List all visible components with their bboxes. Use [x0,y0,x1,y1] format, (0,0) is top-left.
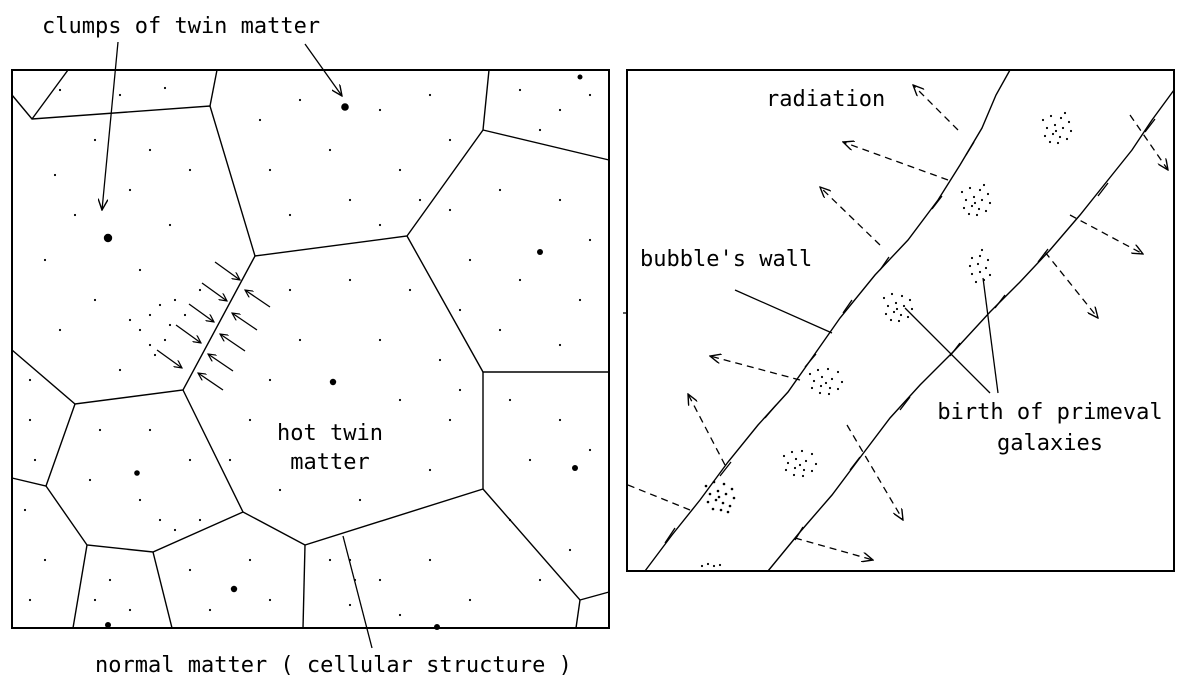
label-pointers [734,277,999,394]
galaxy-cluster [808,367,844,396]
label-pointers [102,41,373,649]
primeval-galaxies-label-line2: galaxies [997,431,1103,456]
galaxy-cluster [960,183,992,217]
right-panel [623,69,1175,572]
galaxy-cluster [882,292,914,323]
right-panel-frame [626,69,1175,572]
pressure-arrows [156,261,271,391]
galaxy-cluster [782,449,818,478]
hot-twin-label-line1: hot twin [277,421,383,446]
bubble-walls [644,69,1175,572]
clumps-label: clumps of twin matter [42,14,321,39]
left-panel [11,41,610,649]
normal-matter-label: normal matter ( cellular structure ) [95,653,572,678]
galaxy-cluster [968,248,992,284]
twin-matter-clumps [103,74,583,630]
bubble-wall-label: bubble's wall [640,247,813,272]
left-panel-frame [11,69,610,629]
primeval-galaxies-label-line1: birth of primeval [937,400,1163,425]
hot-twin-label-line2: matter [290,450,370,475]
galaxy-cluster [1041,111,1073,145]
primeval-galaxy-clusters [700,111,1073,568]
galaxy-cluster [704,480,736,514]
normal-matter-dots [23,86,592,617]
galaxy-cluster [700,562,722,568]
radiation-label: radiation [766,87,886,112]
cell-walls [11,69,610,629]
wall-ticks [664,118,1156,544]
radiation-arrows [627,85,1168,560]
